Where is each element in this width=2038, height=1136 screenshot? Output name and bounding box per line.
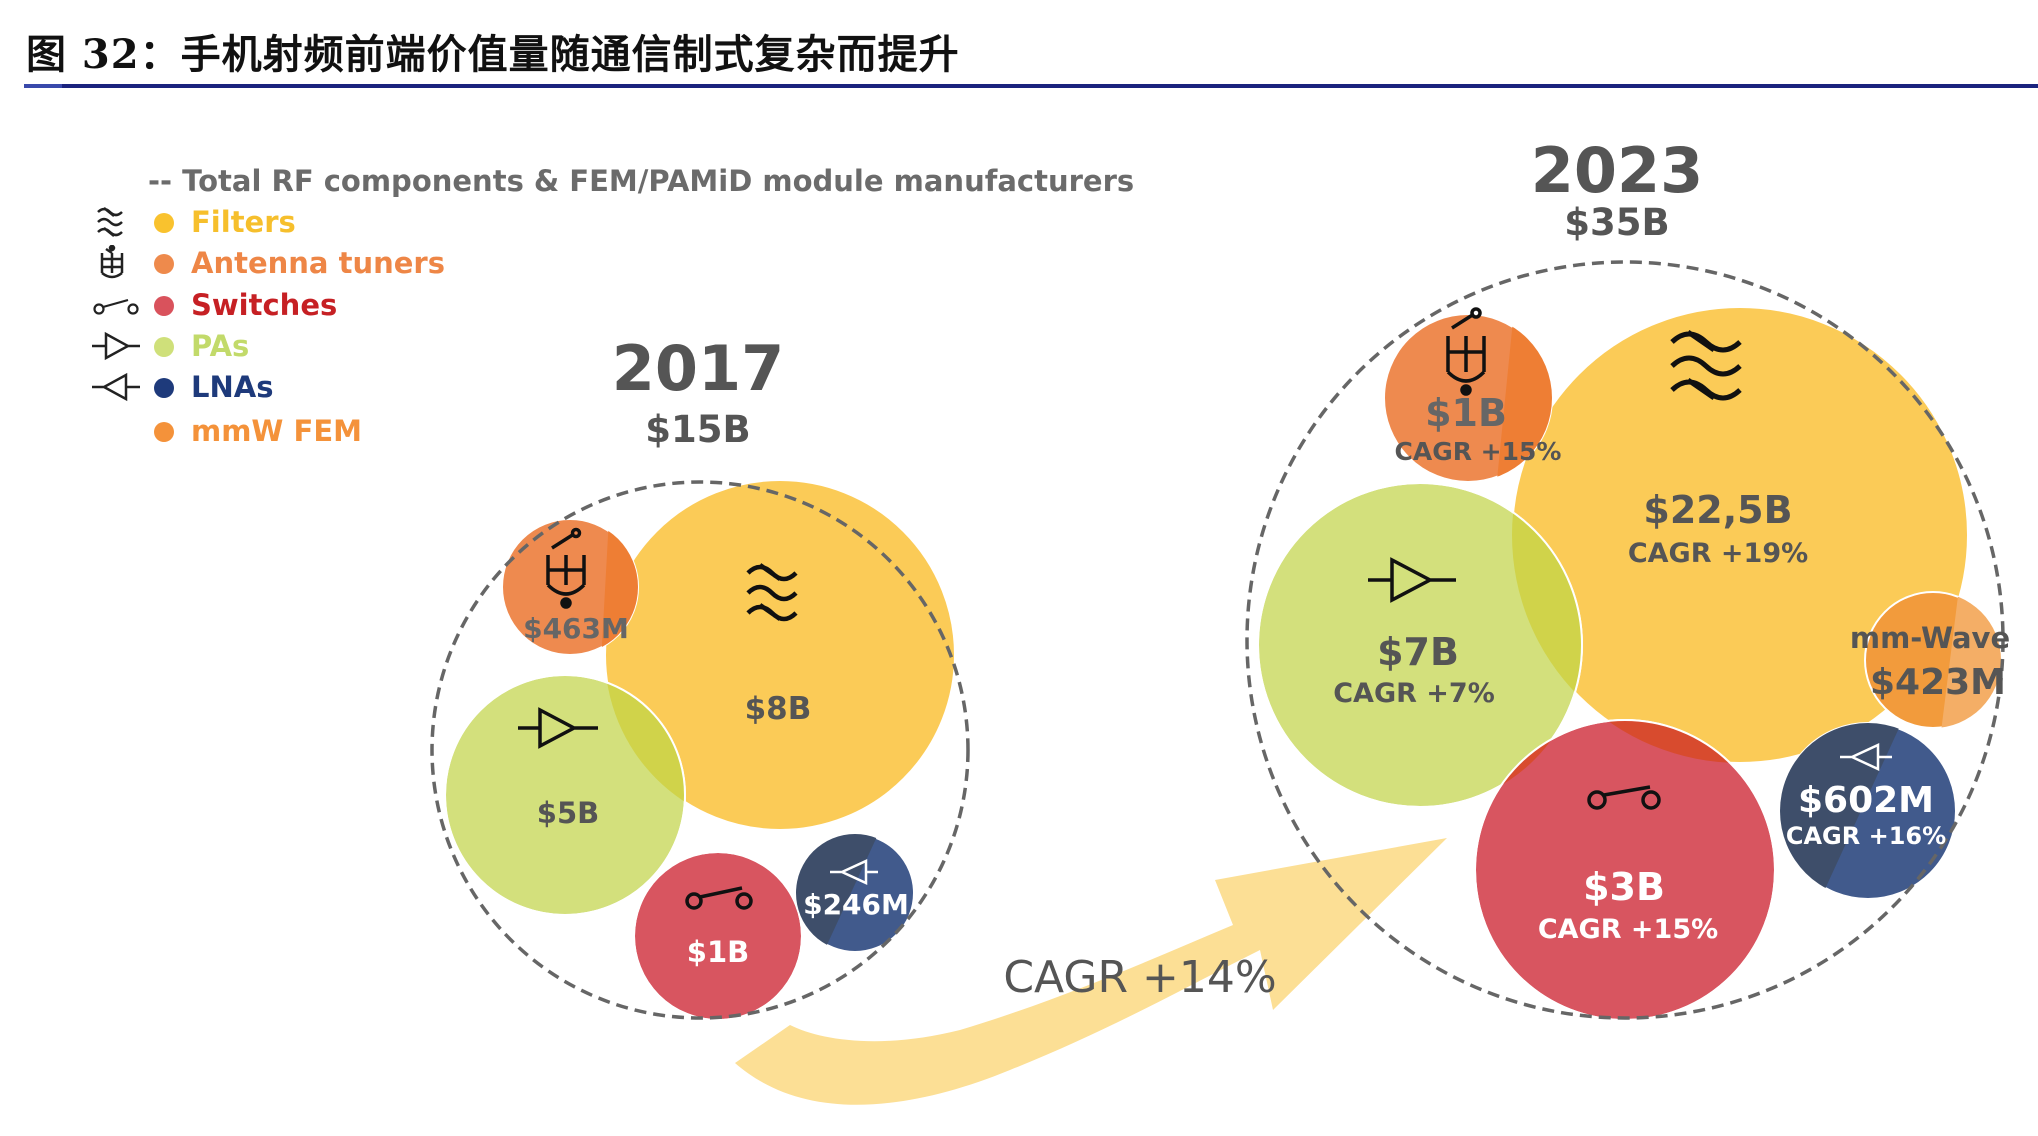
legend-item-switches: Switches bbox=[90, 287, 610, 323]
legend-dot-antenna-tuners bbox=[154, 254, 174, 274]
filter-icon bbox=[746, 563, 798, 622]
legend-label-pas: PAs bbox=[191, 329, 250, 363]
bubble-2017-filters bbox=[604, 479, 956, 831]
overall-cagr-label: CAGR +14% bbox=[1003, 952, 1276, 1003]
low-noise-amplifier-icon bbox=[92, 372, 140, 402]
legend-label-switches: Switches bbox=[191, 288, 338, 322]
legend-item-lnas: LNAs bbox=[90, 369, 610, 405]
legend-label-antenna-tuners: Antenna tuners bbox=[191, 246, 445, 280]
value-2023-mmwave: $423M bbox=[1870, 662, 2006, 703]
value-2023-antenna: $1B bbox=[1425, 391, 1507, 435]
antenna-tuner-icon bbox=[100, 245, 124, 279]
switch-icon bbox=[1587, 785, 1661, 810]
cagr-2023-antenna: CAGR +15% bbox=[1395, 437, 1562, 466]
power-amplifier-icon bbox=[1368, 557, 1456, 603]
label-2023-mmwave: mm-Wave bbox=[1850, 621, 2010, 655]
value-2017-switches: $1B bbox=[687, 935, 749, 969]
legend-dot-mmw-fem bbox=[154, 422, 174, 442]
cagr-2023-filters: CAGR +19% bbox=[1628, 538, 1808, 569]
value-2023-filters: $22,5B bbox=[1643, 488, 1792, 532]
legend-label-filters: Filters bbox=[191, 205, 296, 239]
legend-dot-filters bbox=[154, 213, 174, 233]
value-2017-antenna: $463M bbox=[523, 612, 629, 645]
total-2017-label: $15B bbox=[645, 408, 751, 451]
value-2017-lnas: $246M bbox=[803, 888, 909, 921]
power-amplifier-icon bbox=[92, 331, 140, 361]
total-2023-boundary bbox=[1245, 260, 2005, 1020]
arrow-shape bbox=[735, 838, 1447, 1105]
value-2017-pas: $5B bbox=[537, 796, 599, 830]
filter-icon bbox=[1670, 329, 1742, 401]
antenna-tuner-icon bbox=[1446, 307, 1486, 396]
total-2017-boundary bbox=[430, 480, 970, 1020]
switch-icon bbox=[93, 298, 139, 315]
value-2017-filters: $8B bbox=[745, 691, 812, 727]
legend-item-pas: PAs bbox=[90, 328, 610, 364]
title-divider-accent bbox=[24, 84, 62, 88]
value-2023-lnas: $602M bbox=[1798, 780, 1934, 821]
antenna-tuner-icon bbox=[546, 527, 586, 609]
switch-icon bbox=[685, 886, 753, 910]
legend-total-label: -- Total RF components & FEM/PAMiD modul… bbox=[148, 164, 1135, 198]
low-noise-amplifier-icon bbox=[1840, 743, 1892, 771]
cagr-2023-lnas: CAGR +16% bbox=[1786, 822, 1946, 850]
cluster-2017: $8B $463M $5B $1B $246M bbox=[430, 479, 970, 1021]
legend-dot-lnas bbox=[154, 378, 174, 398]
growth-arrow bbox=[735, 838, 1447, 1105]
legend-item-filters: Filters bbox=[90, 204, 610, 240]
low-noise-amplifier-icon bbox=[830, 859, 878, 885]
filter-icon bbox=[97, 207, 123, 237]
figure-title: 图 32：手机射频前端价值量随通信制式复杂而提升 bbox=[26, 31, 960, 78]
legend-label-lnas: LNAs bbox=[191, 370, 274, 404]
year-2023-label: 2023 bbox=[1530, 134, 1704, 207]
value-2023-pas: $7B bbox=[1377, 630, 1459, 674]
title-divider bbox=[24, 84, 2038, 88]
value-2023-switches: $3B bbox=[1583, 865, 1665, 909]
year-2017-label: 2017 bbox=[611, 332, 785, 405]
total-2023-label: $35B bbox=[1564, 201, 1670, 244]
legend-dot-pas bbox=[154, 337, 174, 357]
cagr-2023-switches: CAGR +15% bbox=[1538, 914, 1718, 945]
cagr-2023-pas: CAGR +7% bbox=[1333, 678, 1495, 709]
legend-dot-switches bbox=[154, 296, 174, 316]
legend-label-mmw-fem: mmW FEM bbox=[191, 414, 362, 448]
cluster-2023: $22,5B CAGR +19% $1B CAGR +15% $7B CAGR … bbox=[1245, 260, 2010, 1021]
legend-item-antenna-tuners: Antenna tuners bbox=[90, 245, 610, 281]
legend-item-mmw-fem: mmW FEM bbox=[90, 413, 610, 449]
power-amplifier-icon bbox=[518, 707, 598, 749]
